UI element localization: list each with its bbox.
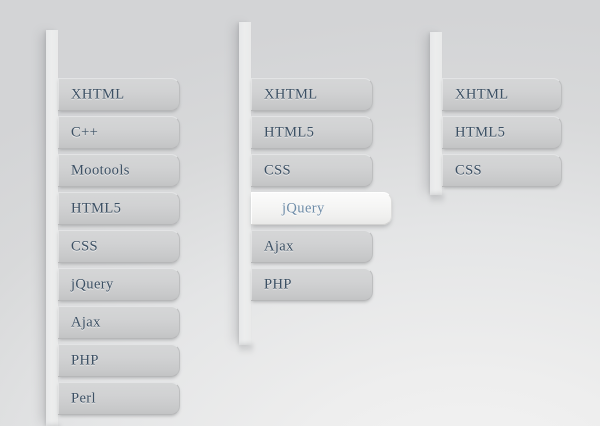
menu-item[interactable]: XHTML — [442, 78, 562, 111]
menu-item[interactable]: Perl — [58, 382, 180, 415]
menu-item[interactable]: Ajax — [58, 306, 180, 339]
menu-item[interactable]: HTML5 — [58, 192, 180, 225]
menu-item[interactable]: CSS — [251, 154, 373, 187]
menu-item-label: CSS — [455, 162, 482, 178]
menu-item[interactable]: XHTML — [58, 78, 180, 111]
menu-item[interactable]: PHP — [251, 268, 373, 301]
menu-item[interactable]: CSS — [442, 154, 562, 187]
menu-item-label: CSS — [264, 162, 291, 178]
menu-item-label: Ajax — [71, 314, 101, 330]
menu-item-label: HTML5 — [71, 200, 122, 216]
menu-item[interactable]: HTML5 — [442, 116, 562, 149]
menu-item-label: CSS — [71, 238, 98, 254]
menu-item-label: Mootools — [71, 162, 130, 178]
menu-item-active[interactable]: jQuery — [251, 192, 392, 225]
menu-item-label: XHTML — [264, 86, 318, 102]
menu-item-label: C++ — [71, 124, 99, 140]
menu-item[interactable]: CSS — [58, 230, 180, 263]
menu-item[interactable]: HTML5 — [251, 116, 373, 149]
menu-item-label: XHTML — [455, 86, 509, 102]
menu-item-label: HTML5 — [264, 124, 315, 140]
menu-rail-1 — [46, 30, 58, 426]
menu-item-label: PHP — [264, 276, 292, 292]
menu-item[interactable]: Ajax — [251, 230, 373, 263]
menu-item-label: jQuery — [71, 276, 114, 292]
menu-item-label: HTML5 — [455, 124, 506, 140]
menu-item-label: Perl — [71, 390, 96, 406]
menu-item-label: PHP — [71, 352, 99, 368]
menu-item-label: Ajax — [264, 238, 294, 254]
menu-item[interactable]: C++ — [58, 116, 180, 149]
menu-item[interactable]: XHTML — [251, 78, 373, 111]
menu-rail-2 — [239, 22, 251, 345]
menu-item[interactable]: Mootools — [58, 154, 180, 187]
menu-item-label: XHTML — [71, 86, 125, 102]
menu-rail-3 — [430, 32, 442, 195]
menu-item[interactable]: PHP — [58, 344, 180, 377]
menu-item-label: jQuery — [282, 200, 325, 216]
menu-item[interactable]: jQuery — [58, 268, 180, 301]
